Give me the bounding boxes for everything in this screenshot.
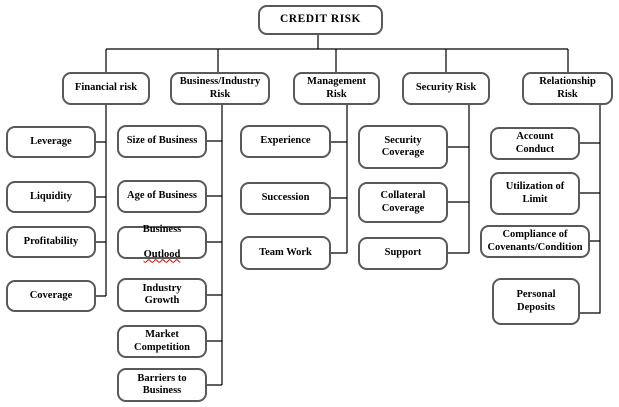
- node-utilization-of-limit: Utilization of Limit: [490, 172, 580, 215]
- node-succession: Succession: [240, 182, 331, 215]
- node-compliance-of-covenants-condition: Compliance of Covenants/Condition: [480, 225, 590, 258]
- node-relationship-risk: Relationship Risk: [522, 72, 613, 105]
- node-financial-risk: Financial risk: [62, 72, 150, 105]
- node-age-of-business: Age of Business: [117, 180, 207, 213]
- node-account-conduct: Account Conduct: [490, 127, 580, 160]
- node-collateral-coverage: Collateral Coverage: [358, 182, 448, 223]
- node-security-risk: Security Risk: [402, 72, 490, 105]
- node-credit-risk: CREDIT RISK: [258, 5, 383, 35]
- node-market-competition: Market Competition: [117, 325, 207, 358]
- node-team-work: Team Work: [240, 236, 331, 270]
- node-barriers-to-business: Barriers to Business: [117, 368, 207, 402]
- node-liquidity: Liquidity: [6, 181, 96, 213]
- node-business-industry-risk: Business/Industry Risk: [170, 72, 270, 105]
- node-business-outlood: Business Outlood: [117, 224, 207, 260]
- node-leverage: Leverage: [6, 126, 96, 158]
- misspelled-word: Outlood: [143, 248, 181, 260]
- node-profitability: Profitability: [6, 226, 96, 258]
- node-support: Support: [358, 237, 448, 270]
- node-experience: Experience: [240, 125, 331, 158]
- node-personal-deposits: Personal Deposits: [492, 278, 580, 325]
- node-security-coverage: Security Coverage: [358, 125, 448, 169]
- node-coverage: Coverage: [6, 280, 96, 312]
- node-management-risk: Management Risk: [293, 72, 380, 105]
- node-industry-growth: Industry Growth: [117, 278, 207, 312]
- node-size-of-business: Size of Business: [117, 125, 207, 158]
